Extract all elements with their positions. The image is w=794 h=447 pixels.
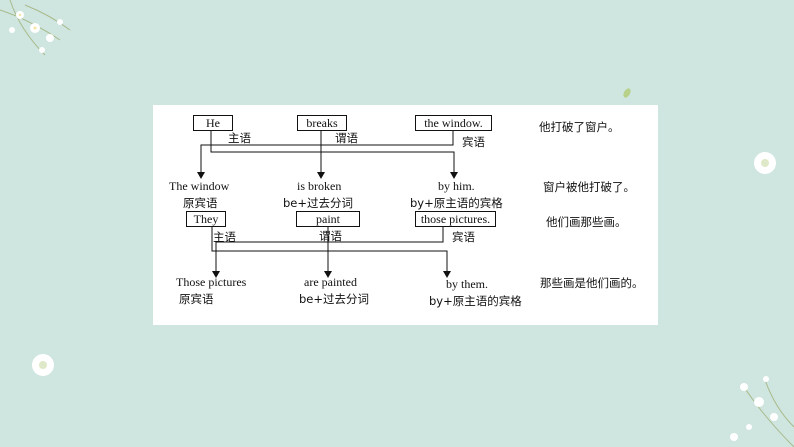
active2-verb-box: paint — [296, 211, 360, 227]
passive2-verb-role: be+过去分词 — [299, 292, 370, 306]
active2-translation: 他们画那些画。 — [546, 215, 627, 229]
passive-translation: 窗户被他打破了。 — [543, 180, 635, 194]
passive-verb-role: be+过去分词 — [283, 196, 354, 210]
connector-lines — [197, 131, 458, 278]
active-subject-box: He — [193, 115, 233, 131]
passive2-subject: Those pictures — [176, 275, 247, 289]
leaf-icon — [623, 88, 631, 98]
active-subject-role: 主语 — [228, 131, 251, 145]
active-translation: 他打破了窗户。 — [539, 120, 620, 134]
active2-object-box: those pictures. — [415, 211, 496, 227]
passive-subject: The window — [169, 179, 230, 193]
passive-subject-role: 原宾语 — [183, 196, 218, 210]
passive-verb: is broken — [297, 179, 342, 193]
active-object-role: 宾语 — [462, 135, 485, 149]
passive2-agent: by them. — [446, 277, 488, 291]
passive2-agent-role: by+原主语的宾格 — [429, 294, 522, 308]
active2-subject-box: They — [186, 211, 226, 227]
grammar-diagram-panel: He 主语 breaks 谓语 the window. 宾语 他打破了窗户。 T… — [153, 105, 658, 325]
flower-branch-top-left-icon — [0, 0, 71, 56]
passive2-translation: 那些画是他们画的。 — [540, 276, 644, 290]
passive-agent: by him. — [438, 179, 475, 193]
flower-bottom-left-icon — [32, 354, 54, 376]
passive-agent-role: by+原主语的宾格 — [410, 196, 503, 210]
flower-branch-bottom-right-icon — [730, 376, 794, 447]
active-object-box: the window. — [415, 115, 492, 131]
passive2-verb: are painted — [304, 275, 357, 289]
active-verb-role: 谓语 — [335, 131, 358, 145]
active2-verb-role: 谓语 — [319, 229, 342, 243]
active2-subject-role: 主语 — [213, 230, 236, 244]
active-verb-box: breaks — [297, 115, 347, 131]
passive2-subject-role: 原宾语 — [179, 292, 214, 306]
flower-right-icon — [754, 152, 776, 174]
active2-object-role: 宾语 — [452, 230, 475, 244]
